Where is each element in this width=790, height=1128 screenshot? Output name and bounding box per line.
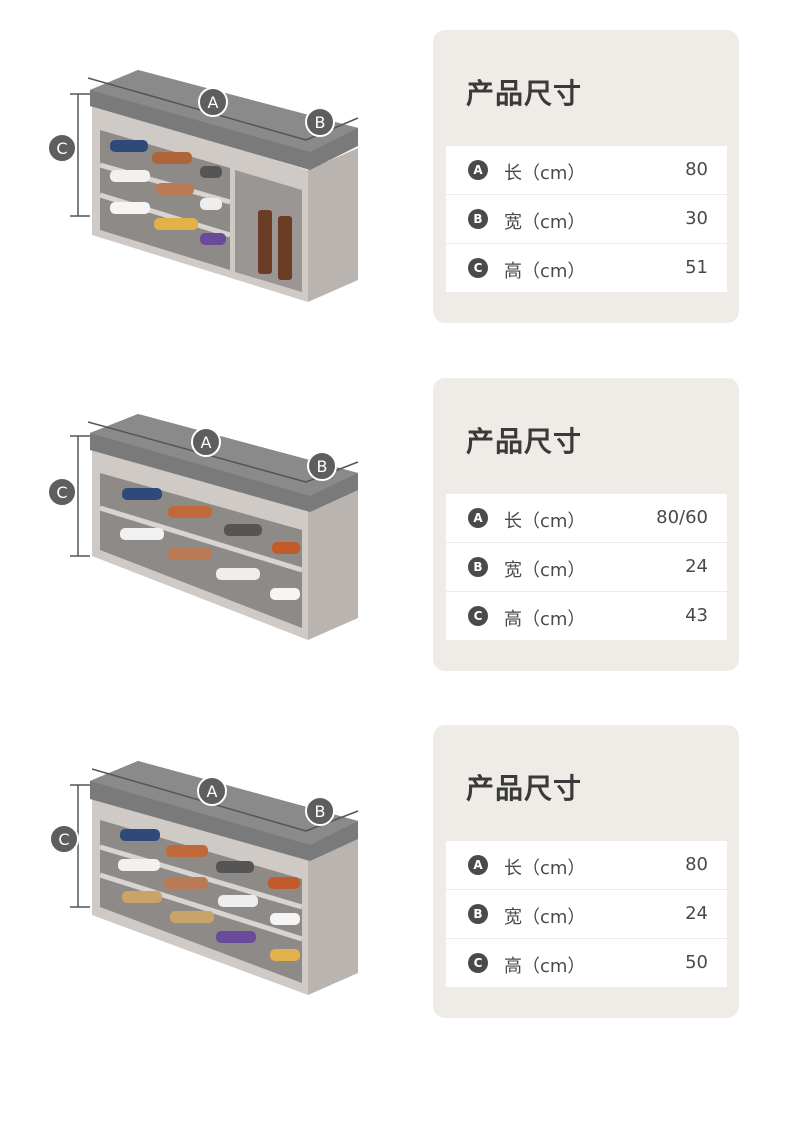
row-label: 长（cm） [504, 858, 586, 879]
badge-c: C [468, 953, 488, 973]
row-value: 80 [685, 159, 708, 180]
svg-text:C: C [56, 483, 67, 502]
badge-a: A [468, 508, 488, 528]
svg-text:B: B [317, 457, 328, 476]
row-label: 高（cm） [504, 261, 586, 282]
dimension-marker-c: C [49, 824, 79, 854]
dimension-row-length: A 长（cm） 80 [446, 841, 727, 889]
badge-a: A [468, 160, 488, 180]
svg-text:B: B [315, 113, 326, 132]
dimension-row-width: B 宽（cm） 24 [446, 890, 727, 938]
dimension-marker-a: A [198, 87, 228, 117]
card-title: 产品尺寸 [466, 77, 583, 110]
row-value: 24 [685, 903, 708, 924]
badge-b: B [468, 904, 488, 924]
dimension-marker-b: B [307, 451, 337, 481]
product-dimensions-card-3: 产品尺寸 A 长（cm） 80 B 宽（cm） 24 C 高（cm） 50 [433, 725, 739, 1018]
dimension-row-width: B 宽（cm） 30 [446, 195, 727, 243]
badge-c: C [468, 258, 488, 278]
row-value: 24 [685, 556, 708, 577]
dimension-marker-b: B [305, 107, 335, 137]
row-label: 高（cm） [504, 609, 586, 630]
row-value: 80/60 [656, 507, 708, 528]
dimension-marker-b: B [305, 796, 335, 826]
product-dimensions-card-2: 产品尺寸 A 长（cm） 80/60 B 宽（cm） 24 C 高（cm） 43 [433, 378, 739, 671]
row-value: 30 [685, 208, 708, 229]
product-block-3: A B C 产品尺寸 A 长（cm） 80 B 宽（cm） 24 C 高（cm）… [0, 725, 790, 1025]
row-label: 高（cm） [504, 956, 586, 977]
dimension-marker-c: C [47, 477, 77, 507]
row-value: 43 [685, 605, 708, 626]
svg-text:A: A [208, 93, 219, 112]
product-dimensions-card-1: 产品尺寸 A 长（cm） 80 B 宽（cm） 30 C 高（cm） 51 [433, 30, 739, 323]
dimension-row-height: C 高（cm） 51 [446, 244, 727, 292]
shoe-bench-illustration-3: A B C [49, 761, 359, 995]
svg-text:C: C [58, 830, 69, 849]
dimension-marker-a: A [197, 776, 227, 806]
badge-a: A [468, 855, 488, 875]
product-block-1: A B C 产品尺寸 A 长（cm） 80 B 宽（cm） 30 C 高（cm）… [0, 30, 790, 330]
card-title: 产品尺寸 [466, 425, 583, 458]
badge-b: B [468, 557, 488, 577]
row-value: 50 [685, 952, 708, 973]
shoe-bench-illustration-2: A B C [47, 414, 359, 640]
dimension-marker-c: C [47, 133, 77, 163]
dimension-row-height: C 高（cm） 50 [446, 939, 727, 987]
svg-text:A: A [207, 782, 218, 801]
svg-text:C: C [56, 139, 67, 158]
svg-text:A: A [201, 433, 212, 452]
row-label: 宽（cm） [504, 212, 586, 233]
shoe-bench-illustration-1: A B C [47, 70, 359, 302]
dimension-row-height: C 高（cm） 43 [446, 592, 727, 640]
row-value: 51 [685, 257, 708, 278]
row-label: 宽（cm） [504, 560, 586, 581]
dimension-row-length: A 长（cm） 80 [446, 146, 727, 194]
dimension-marker-a: A [191, 427, 221, 457]
row-label: 宽（cm） [504, 907, 586, 928]
svg-text:B: B [315, 802, 326, 821]
dimension-row-width: B 宽（cm） 24 [446, 543, 727, 591]
badge-b: B [468, 209, 488, 229]
badge-c: C [468, 606, 488, 626]
row-label: 长（cm） [504, 511, 586, 532]
dimension-row-length: A 长（cm） 80/60 [446, 494, 727, 542]
product-block-2: A B C 产品尺寸 A 长（cm） 80/60 B 宽（cm） 24 C 高（… [0, 378, 790, 678]
card-title: 产品尺寸 [466, 772, 583, 805]
row-label: 长（cm） [504, 163, 586, 184]
row-value: 80 [685, 854, 708, 875]
